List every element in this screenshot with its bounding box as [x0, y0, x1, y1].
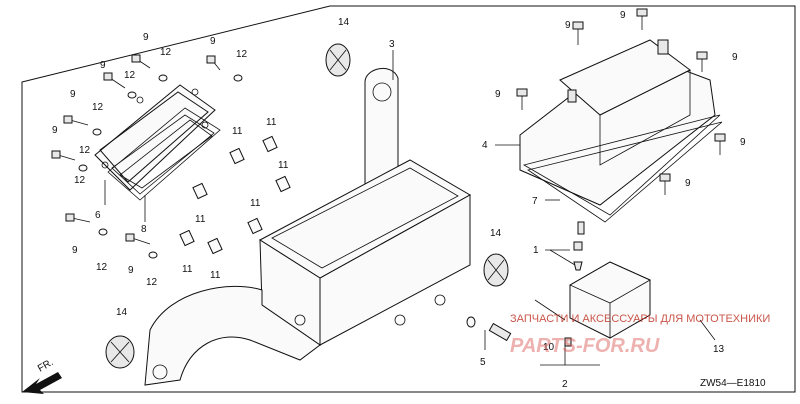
callout-5: 5 — [480, 357, 486, 368]
callout-11-a: 11 — [232, 126, 243, 137]
callout-9-m: 9 — [685, 178, 691, 189]
upper-cover-assembly — [519, 39, 723, 223]
callout-12-g: 12 — [146, 277, 158, 288]
callout-9-l: 9 — [740, 137, 746, 148]
callout-2: 2 — [562, 379, 568, 390]
callout-9-j: 9 — [732, 52, 738, 63]
watermark-logo: PARTS-FOR.RU — [510, 335, 660, 357]
callout-9-k: 9 — [495, 89, 501, 100]
upper-bolts — [516, 8, 726, 195]
collars — [179, 135, 291, 255]
left-bolts — [51, 54, 243, 259]
callout-6: 6 — [95, 210, 101, 221]
callout-3: 3 — [389, 39, 395, 50]
grommets — [105, 43, 509, 369]
callout-11-f: 11 — [182, 264, 193, 275]
callout-9-d: 9 — [70, 89, 76, 100]
callout-12-d: 12 — [92, 102, 104, 113]
callout-9-h: 9 — [565, 20, 571, 31]
callout-12-c: 12 — [124, 70, 136, 81]
front-direction-arrow — [22, 372, 62, 394]
callout-9-g: 9 — [128, 265, 134, 276]
callout-14-mid: 14 — [490, 228, 502, 239]
callout-labels: 3 14 14 14 4 7 1 5 10 2 13 6 8 9 9 9 9 9… — [52, 10, 746, 390]
relay-assembly — [466, 221, 651, 347]
callout-11-d: 11 — [195, 214, 206, 225]
callout-14-top: 14 — [338, 17, 350, 28]
side-cover-assembly — [94, 84, 221, 201]
callout-7: 7 — [532, 196, 538, 207]
callout-13: 13 — [713, 344, 725, 355]
leader-lines — [104, 50, 716, 366]
front-direction-label: FR. — [36, 357, 55, 375]
diagram-border — [21, 5, 796, 393]
callout-12-e: 12 — [79, 145, 91, 156]
diagram-code: ZW54—E1810 — [700, 378, 766, 389]
callout-12-a: 12 — [160, 47, 172, 58]
callout-12-h: 12 — [74, 175, 86, 186]
callout-9-i: 9 — [620, 10, 626, 21]
callout-9-a: 9 — [143, 32, 149, 43]
callout-11-b: 11 — [266, 117, 277, 128]
callout-10: 10 — [543, 342, 555, 353]
callout-11-g: 11 — [210, 270, 221, 281]
callout-9-b: 9 — [210, 36, 216, 47]
callout-11-c: 11 — [278, 160, 289, 171]
watermark-text: ЗАПЧАСТИ И АКСЕССУАРЫ ДЛЯ МОТОТЕХНИКИ — [510, 313, 770, 325]
callout-9-e: 9 — [52, 125, 58, 136]
callout-1: 1 — [533, 245, 539, 256]
control-box-case — [144, 68, 472, 386]
callout-14-bottom: 14 — [116, 307, 128, 318]
callout-4: 4 — [482, 140, 488, 151]
callout-9-c: 9 — [100, 60, 106, 71]
callout-8: 8 — [141, 224, 147, 235]
callout-12-b: 12 — [236, 49, 248, 60]
callout-9-f: 9 — [72, 245, 78, 256]
callout-12-f: 12 — [96, 262, 108, 273]
callout-11-e: 11 — [250, 198, 261, 209]
